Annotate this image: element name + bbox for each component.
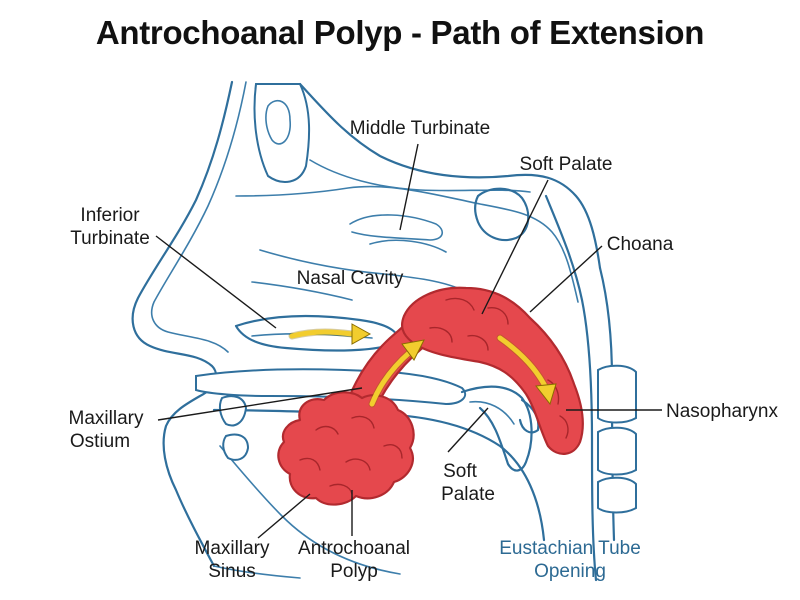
arrow-ostium-up <box>369 349 413 407</box>
label-choana: Choana <box>607 234 674 255</box>
diagram-title: Antrochoanal Polyp - Path of Extension <box>95 14 705 51</box>
vertebra-2 <box>597 426 637 476</box>
leader-soft-palate-top <box>481 179 549 315</box>
tooth-lower <box>222 433 250 461</box>
mandible <box>219 445 401 575</box>
label-soft-palate-bottom-line1: Soft <box>443 461 478 482</box>
label-maxillary-sinus-line2: Sinus <box>208 561 256 582</box>
nose-profile-inner <box>150 81 247 353</box>
soft-palate-shape <box>460 385 533 472</box>
skull-base-inner <box>235 185 579 303</box>
vertebra-1 <box>597 364 637 424</box>
nasal-fold-2 <box>251 281 353 301</box>
leader-inferior-turbinate <box>155 235 277 329</box>
extension-arrows <box>288 323 557 408</box>
polyp-choanal-mass <box>401 286 584 455</box>
leader-choana <box>529 245 603 313</box>
middle-turbinate <box>349 214 443 241</box>
leader-maxillary-ostium <box>157 387 363 421</box>
frontal-bone <box>253 83 311 183</box>
tongue-surface <box>212 408 546 542</box>
leader-maxillary-sinus <box>257 493 311 539</box>
leader-middle-turbinate <box>399 143 419 231</box>
label-antrochoanal-polyp-line1: Antrochoanal <box>298 538 410 559</box>
label-middle-turbinate: Middle Turbinate <box>350 118 490 139</box>
label-antrochoanal-polyp-line2: Polyp <box>330 561 378 582</box>
arrow-nasal-cavity <box>289 329 355 339</box>
frontal-sinus <box>265 99 291 145</box>
label-eustachian-tube-line1: Eustachian Tube <box>499 538 641 559</box>
soft-palate-inner <box>469 400 515 425</box>
arrow-choana-down <box>497 335 549 391</box>
arrow-ostium-up-head <box>401 339 425 361</box>
label-maxillary-ostium-line1: Maxillary <box>69 408 144 429</box>
label-soft-palate-top: Soft Palate <box>520 154 613 175</box>
skull-base-outer <box>298 82 602 270</box>
chin <box>213 565 301 579</box>
labels: Middle Turbinate Soft Palate Inferior Tu… <box>69 118 779 582</box>
middle-turbinate-inner <box>369 239 447 253</box>
skull-base-mid <box>309 159 531 193</box>
vertebra-3 <box>597 476 637 514</box>
nose-profile <box>131 80 234 568</box>
label-soft-palate-bottom-line2: Palate <box>441 484 495 505</box>
label-maxillary-sinus-line1: Maxillary <box>195 538 270 559</box>
nasal-fold-1 <box>259 249 471 295</box>
pharynx-posterior-wall <box>544 194 598 582</box>
label-eustachian-tube-line2: Opening <box>534 561 606 582</box>
arrow-choana-down-head <box>535 383 557 406</box>
antrochoanal-polyp <box>277 286 584 506</box>
label-nasal-cavity: Nasal Cavity <box>297 268 404 289</box>
anatomy-outline <box>131 80 637 582</box>
polyp-sinus-mass <box>277 391 415 506</box>
sphenoid-sinus <box>473 187 530 242</box>
leader-lines <box>155 143 662 539</box>
label-inferior-turbinate-line1: Inferior <box>80 205 140 226</box>
arrow-nasal-cavity-head <box>351 323 372 345</box>
leader-soft-palate-bottom <box>447 407 489 453</box>
tooth-upper <box>218 395 248 427</box>
eustachian-tube-opening <box>518 398 540 434</box>
label-maxillary-ostium-line2: Ostium <box>70 431 130 452</box>
hard-palate <box>195 368 467 406</box>
label-inferior-turbinate-line2: Turbinate <box>70 228 150 249</box>
label-nasopharynx: Nasopharynx <box>666 401 778 422</box>
